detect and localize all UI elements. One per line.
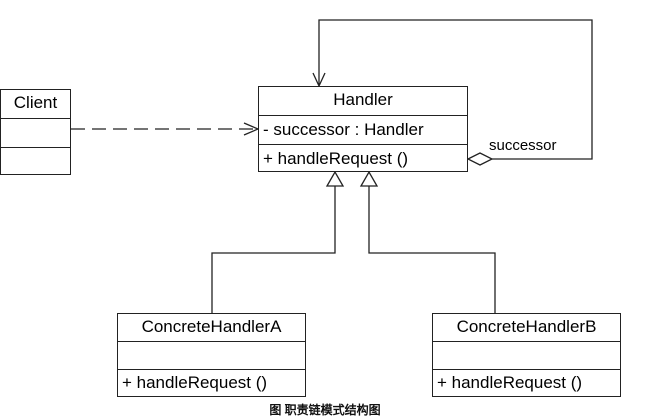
attributes-compartment bbox=[433, 341, 620, 369]
operation-handle-request: + handleRequest () bbox=[433, 369, 620, 396]
dependency-arrow bbox=[71, 122, 260, 136]
class-name: ConcreteHandlerA bbox=[141, 317, 282, 336]
figure-caption: 图 职责链模式结构图 bbox=[269, 403, 381, 417]
operation-handle-request: + handleRequest () bbox=[259, 144, 467, 172]
class-concrete-handler-a: ConcreteHandlerA + handleRequest () bbox=[117, 313, 306, 397]
generalization-a bbox=[211, 170, 345, 313]
generalization-b bbox=[359, 170, 496, 313]
class-name: Client bbox=[13, 93, 58, 112]
successor-association bbox=[312, 19, 593, 166]
operation-handle-request: + handleRequest () bbox=[118, 369, 305, 396]
inheritance-triangle bbox=[325, 170, 345, 187]
attribute-successor: - successor : Handler bbox=[259, 115, 467, 144]
class-name: ConcreteHandlerB bbox=[456, 317, 597, 336]
attributes-compartment bbox=[1, 118, 70, 147]
attributes-compartment bbox=[118, 341, 305, 369]
class-client: Client bbox=[0, 89, 71, 175]
class-handler: Handler - successor : Handler + handleRe… bbox=[258, 86, 468, 172]
operations-compartment bbox=[1, 147, 70, 175]
inheritance-triangle bbox=[359, 170, 379, 187]
association-label: successor bbox=[489, 137, 557, 154]
class-name: Handler bbox=[333, 90, 393, 109]
class-concrete-handler-b: ConcreteHandlerB + handleRequest () bbox=[432, 313, 621, 397]
